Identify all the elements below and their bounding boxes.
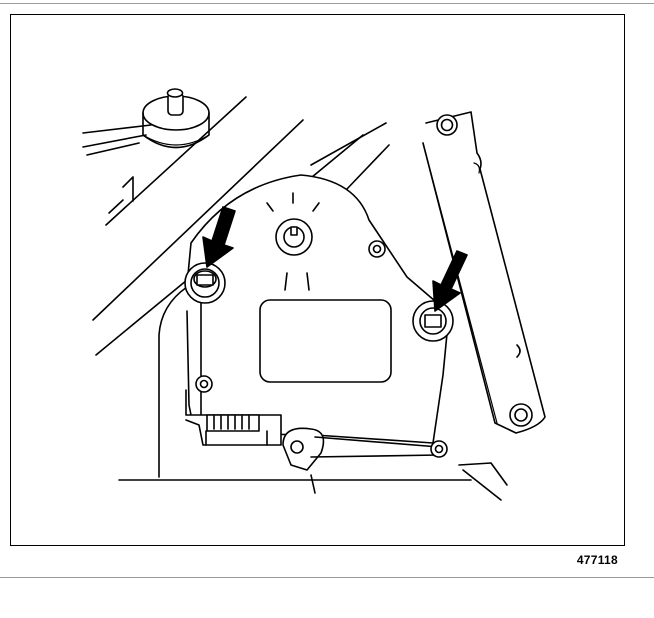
figure-frame (10, 14, 625, 546)
mounting-bracket (422, 111, 546, 434)
bottom-rule (0, 577, 654, 578)
shaft-pulley-icon (82, 88, 210, 214)
actuator-illustration (82, 88, 546, 501)
linkage-arm (282, 427, 448, 471)
figure-number: 477118 (576, 553, 618, 567)
right-fastener-arrow (432, 250, 468, 312)
right-mounting-bolt-icon (412, 300, 454, 342)
top-rule (0, 3, 654, 4)
left-mounting-bolt-icon (184, 262, 226, 304)
left-fastener-arrow (202, 206, 236, 268)
electrical-connector-icon (185, 389, 282, 446)
side-panel (118, 286, 508, 501)
